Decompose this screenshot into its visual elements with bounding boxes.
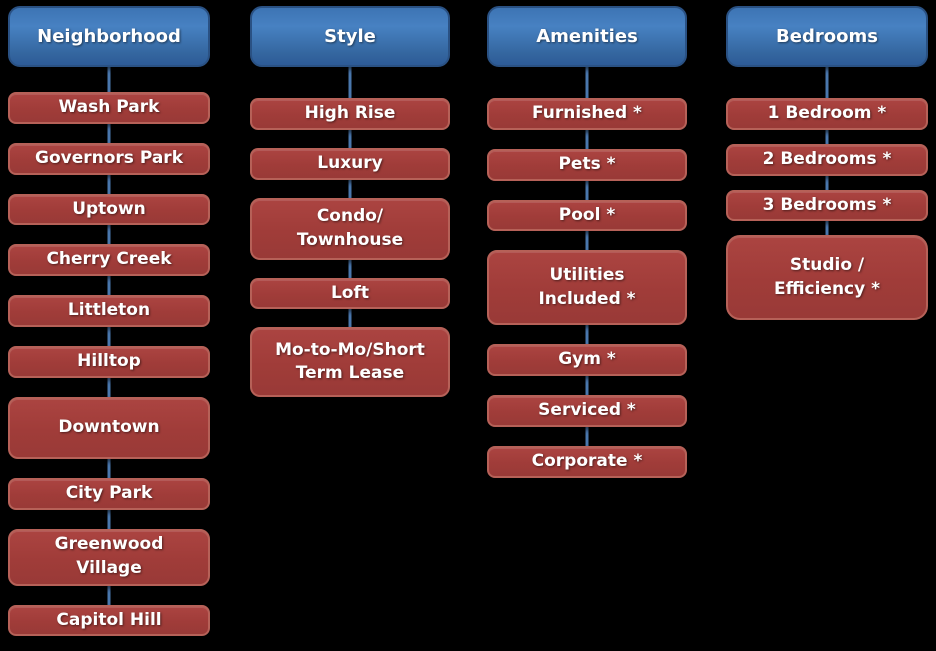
connector-line: [585, 41, 589, 454]
option-label: City Park: [65, 482, 153, 503]
option-label: Uptown: [72, 198, 146, 219]
option-label: Mo-to-Mo/Short Term Lease: [275, 339, 425, 384]
column-header-neighborhood: Neighborhood: [8, 6, 210, 67]
option-box-neighborhood: Greenwood Village: [8, 528, 210, 586]
option-label: Furnished *: [532, 103, 642, 123]
option-box-amenities: Corporate *: [487, 445, 687, 478]
option-box-neighborhood: Cherry Creek: [8, 244, 210, 277]
option-box-neighborhood: Uptown: [8, 193, 210, 226]
column-amenities: Amenities Furnished * Pets * Pool * Utiliti…: [487, 6, 687, 478]
option-box-amenities: Serviced *: [487, 395, 687, 427]
option-label: Loft: [330, 282, 370, 303]
option-label: Utilities Included *: [538, 265, 636, 309]
option-label: Capitol Hill: [56, 609, 162, 630]
option-label: 3 Bedrooms *: [762, 194, 892, 215]
option-label: Corporate *: [531, 450, 643, 471]
option-label: Wash Park: [58, 97, 160, 117]
option-label: Hilltop: [77, 350, 141, 371]
column-bedrooms: Bedrooms 1 Bedroom * 2 Bedrooms * 3 Bedroo…: [726, 6, 928, 321]
option-label: High Rise: [304, 103, 396, 123]
option-box-bedrooms: 1 Bedroom *: [726, 98, 928, 130]
option-box-neighborhood: Downtown: [8, 396, 210, 459]
option-label: Studio / Efficiency *: [773, 255, 881, 299]
option-box-bedrooms: Studio / Efficiency *: [726, 235, 928, 321]
option-label: Littleton: [67, 300, 151, 321]
option-box-amenities: Gym *: [487, 344, 687, 377]
column-header-label: Bedrooms: [776, 26, 878, 47]
option-label: Luxury: [317, 152, 383, 173]
option-box-style: Loft: [250, 277, 450, 310]
option-box-style: Mo-to-Mo/Short Term Lease: [250, 327, 450, 398]
option-box-amenities: Pets *: [487, 148, 687, 181]
option-box-neighborhood: Governors Park: [8, 142, 210, 175]
option-box-amenities: Furnished *: [487, 98, 687, 130]
option-label: 1 Bedroom *: [767, 103, 887, 123]
option-box-bedrooms: 2 Bedrooms *: [726, 143, 928, 176]
option-box-neighborhood: Hilltop: [8, 345, 210, 378]
option-label: 2 Bedrooms *: [762, 148, 892, 169]
option-box-style: Luxury: [250, 147, 450, 180]
option-label: Pool *: [558, 204, 616, 225]
option-label: Downtown: [58, 416, 160, 437]
option-label: Serviced *: [538, 400, 636, 421]
option-box-neighborhood: Wash Park: [8, 92, 210, 124]
column-items-bedrooms: 1 Bedroom * 2 Bedrooms * 3 Bedrooms * Studi…: [726, 98, 928, 321]
option-box-style: Condo/ Townhouse: [250, 197, 450, 260]
option-label: Cherry Creek: [46, 249, 172, 270]
option-box-bedrooms: 3 Bedrooms *: [726, 189, 928, 222]
column-items-amenities: Furnished * Pets * Pool * Utilities Include…: [487, 98, 687, 478]
column-header-label: Neighborhood: [37, 26, 181, 47]
option-box-neighborhood: Capitol Hill: [8, 604, 210, 637]
column-header-label: Style: [324, 26, 376, 47]
option-label: Condo/ Townhouse: [296, 205, 404, 250]
option-label: Greenwood Village: [54, 534, 164, 579]
option-box-amenities: Utilities Included *: [487, 250, 687, 326]
option-box-neighborhood: City Park: [8, 477, 210, 510]
option-label: Pets *: [558, 153, 616, 174]
option-label: Gym *: [558, 349, 616, 370]
option-label: Governors Park: [35, 147, 183, 168]
option-box-amenities: Pool *: [487, 199, 687, 232]
column-header-style: Style: [250, 6, 450, 67]
column-header-amenities: Amenities: [487, 6, 687, 67]
column-header-bedrooms: Bedrooms: [726, 6, 928, 67]
column-header-label: Amenities: [536, 26, 638, 47]
option-box-style: High Rise: [250, 98, 450, 130]
option-box-neighborhood: Littleton: [8, 295, 210, 327]
